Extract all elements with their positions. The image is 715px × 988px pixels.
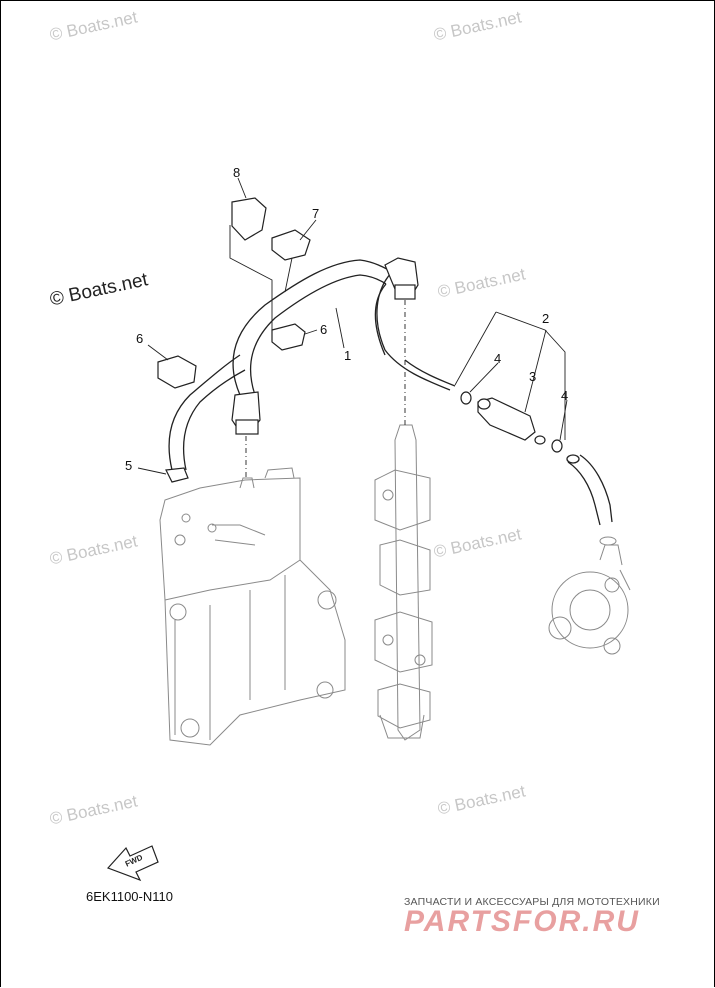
injector-mount [377, 683, 431, 729]
leader-6-right [304, 329, 318, 335]
rail-bolt [382, 634, 394, 646]
float-lever [212, 524, 266, 546]
ghost-components [159, 424, 631, 746]
fuel-filter [477, 397, 536, 441]
clamp-6-right [271, 323, 306, 351]
clamp-7 [271, 229, 311, 261]
leader-1 [335, 307, 345, 349]
hose-left-edge [182, 369, 246, 471]
drawing-code: 6EK1100-N110 [86, 889, 173, 904]
fuel-hoses [168, 259, 613, 526]
brand-logo: PARTSFOR.RU [404, 905, 640, 938]
fuel-pump-body [551, 571, 629, 649]
vapor-separator-top [159, 477, 301, 601]
hose-1-tail [404, 359, 456, 387]
leader-8 [237, 177, 247, 199]
callout-7: 7 [312, 206, 319, 221]
filter-outlet [534, 435, 546, 445]
clip-5 [165, 467, 189, 483]
callout-3: 3 [529, 369, 536, 384]
clamp-6-left [157, 355, 197, 389]
clamp-8 [231, 197, 267, 241]
pump-clip [599, 536, 617, 546]
leader-6-left [147, 344, 169, 361]
leader-lines [137, 177, 568, 478]
rail-end [379, 714, 425, 739]
callout-8: 8 [233, 165, 240, 180]
leader-5 [137, 467, 167, 475]
hose-1-lower-edge [374, 283, 387, 356]
leader-4a [469, 362, 499, 393]
pump-flange [548, 616, 572, 640]
injector-mount [374, 611, 433, 673]
hose-1-upper-edge [249, 274, 387, 396]
leader-2 [454, 311, 566, 440]
mount-boss [316, 681, 334, 699]
mount-boss [169, 603, 187, 621]
bolt-head [181, 513, 191, 523]
bolt-head [174, 534, 186, 546]
hose-left [168, 354, 241, 471]
injector-mount [374, 469, 431, 531]
hose-1-upper [232, 259, 393, 396]
fuel-pump-cover [569, 589, 611, 631]
fuel-rail [394, 424, 421, 741]
connector-body [235, 419, 259, 435]
pump-flange [604, 577, 620, 593]
callout-6: 6 [136, 331, 143, 346]
callout-labels: 8 7 6 6 1 2 4 3 4 5 FWD [124, 165, 568, 869]
brand-tagline: ЗАПЧАСТИ И АКСЕССУАРЫ ДЛЯ МОТОТЕХНИКИ [404, 896, 660, 908]
bolt-head [207, 523, 217, 533]
rail-bolt [414, 654, 426, 666]
fittings [106, 197, 563, 882]
separator-ribs [174, 575, 286, 740]
callout-4: 4 [561, 388, 568, 403]
callout-2: 2 [542, 311, 549, 326]
separator-inlet [239, 477, 255, 489]
pump-inlet [599, 544, 631, 591]
callout-6: 6 [320, 322, 327, 337]
leader-3 [524, 329, 547, 413]
leader-4b [559, 399, 568, 441]
injector-mount [379, 539, 431, 596]
connector-body [394, 284, 416, 300]
hose-to-pump [567, 461, 601, 526]
clip-4a [460, 391, 472, 405]
fwd-arrow-icon [106, 845, 159, 882]
hose-end [566, 454, 580, 464]
hose-to-pump-edge [579, 454, 613, 523]
clip-4b [551, 439, 563, 453]
leader-8-bracket [229, 225, 273, 336]
mount-boss [317, 590, 337, 610]
callout-1: 1 [344, 348, 351, 363]
rail-bolt [382, 489, 394, 501]
callout-4: 4 [494, 351, 501, 366]
leader-7 [299, 219, 317, 241]
pump-flange [603, 637, 621, 655]
callout-5: 5 [125, 458, 132, 473]
filter-cap [477, 398, 491, 410]
separator-fitting [264, 467, 295, 479]
leader-7b [284, 257, 293, 293]
vapor-separator-body [164, 559, 346, 746]
mount-boss [180, 718, 200, 738]
